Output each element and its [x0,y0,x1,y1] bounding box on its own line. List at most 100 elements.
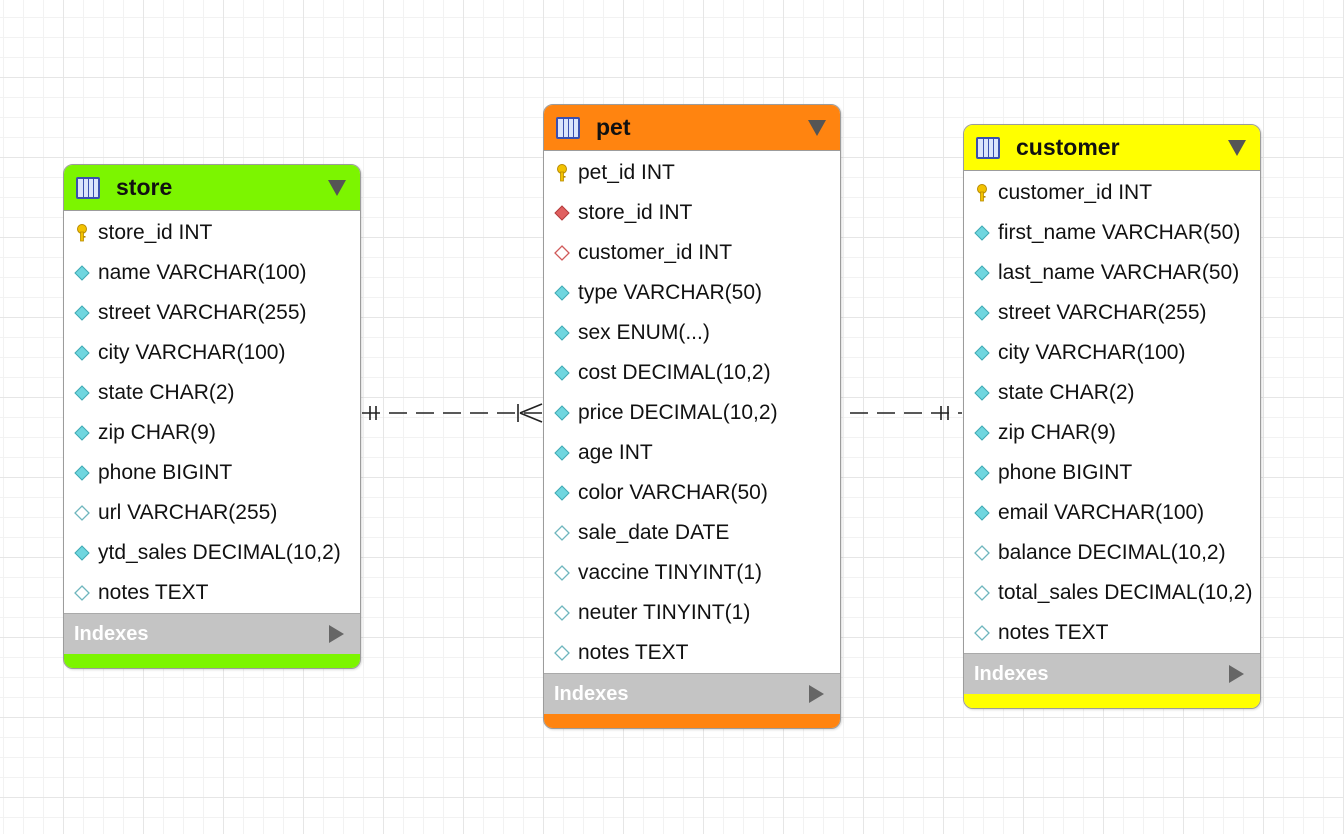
not-null-column-icon [74,465,90,481]
column-row[interactable]: color VARCHAR(50) [544,473,840,513]
column-row[interactable]: type VARCHAR(50) [544,273,840,313]
column-row[interactable]: total_sales DECIMAL(10,2) [964,573,1260,613]
column-label: state CHAR(2) [98,381,235,404]
column-label: sale_date DATE [578,521,730,544]
column-row[interactable]: store_id INT [64,213,360,253]
column-row[interactable]: url VARCHAR(255) [64,493,360,533]
table-customer[interactable]: customer customer_id INT first_name VARCH… [963,124,1261,709]
column-label: street VARCHAR(255) [98,301,307,324]
column-label: pet_id INT [578,161,675,184]
expand-triangle-icon[interactable] [1229,665,1244,683]
expand-triangle-icon[interactable] [329,625,344,643]
indexes-section[interactable]: Indexes [544,673,840,714]
nullable-column-icon [974,585,990,601]
indexes-section[interactable]: Indexes [64,613,360,654]
column-label: email VARCHAR(100) [998,501,1205,524]
column-label: neuter TINYINT(1) [578,601,751,624]
column-label: price DECIMAL(10,2) [578,401,778,424]
column-label: notes TEXT [578,641,689,664]
table-header[interactable]: store [64,165,360,211]
indexes-section[interactable]: Indexes [964,653,1260,694]
table-header[interactable]: customer [964,125,1260,171]
column-label: balance DECIMAL(10,2) [998,541,1226,564]
column-row[interactable]: notes TEXT [64,573,360,613]
column-label: notes TEXT [998,621,1109,644]
table-footer [544,714,840,728]
column-row[interactable]: zip CHAR(9) [964,413,1260,453]
nullable-column-icon [554,565,570,581]
indexes-label: Indexes [974,662,1049,685]
collapse-triangle-icon[interactable] [808,119,826,136]
column-row[interactable]: phone BIGINT [964,453,1260,493]
table-header[interactable]: pet [544,105,840,151]
not-null-column-icon [974,265,990,281]
column-label: notes TEXT [98,581,209,604]
relationship-store-pet[interactable] [362,403,543,423]
table-icon [976,136,1000,159]
indexes-label: Indexes [74,622,149,645]
collapse-triangle-icon[interactable] [328,179,346,196]
column-label: cost DECIMAL(10,2) [578,361,771,384]
nullable-column-icon [974,625,990,641]
nullable-column-icon [554,605,570,621]
not-null-column-icon [974,225,990,241]
column-row[interactable]: phone BIGINT [64,453,360,493]
column-row[interactable]: city VARCHAR(100) [964,333,1260,373]
not-null-column-icon [74,305,90,321]
collapse-triangle-icon[interactable] [1228,139,1246,156]
column-label: phone BIGINT [998,461,1133,484]
primary-key-icon [74,224,90,242]
column-label: url VARCHAR(255) [98,501,278,524]
table-pet[interactable]: pet pet_id INT store_id INT customer_id IN… [543,104,841,729]
column-row[interactable]: age INT [544,433,840,473]
column-row[interactable]: neuter TINYINT(1) [544,593,840,633]
column-label: color VARCHAR(50) [578,481,768,504]
column-row[interactable]: ytd_sales DECIMAL(10,2) [64,533,360,573]
not-null-column-icon [974,465,990,481]
column-row[interactable]: pet_id INT [544,153,840,193]
column-row[interactable]: sale_date DATE [544,513,840,553]
not-null-column-icon [74,545,90,561]
column-row[interactable]: price DECIMAL(10,2) [544,393,840,433]
column-label: customer_id INT [578,241,733,264]
column-row[interactable]: city VARCHAR(100) [64,333,360,373]
not-null-column-icon [974,385,990,401]
expand-triangle-icon[interactable] [809,685,824,703]
column-row[interactable]: cost DECIMAL(10,2) [544,353,840,393]
column-row[interactable]: zip CHAR(9) [64,413,360,453]
table-icon [556,116,580,139]
nullable-column-icon [74,585,90,601]
column-label: sex ENUM(...) [578,321,710,344]
column-row[interactable]: store_id INT [544,193,840,233]
column-row[interactable]: state CHAR(2) [64,373,360,413]
column-label: last_name VARCHAR(50) [998,261,1240,284]
primary-key-icon [554,164,570,182]
column-row[interactable]: email VARCHAR(100) [964,493,1260,533]
nullable-foreign-key-icon [554,245,570,261]
column-row[interactable]: first_name VARCHAR(50) [964,213,1260,253]
column-label: total_sales DECIMAL(10,2) [998,581,1253,604]
nullable-column-icon [974,545,990,561]
column-row[interactable]: notes TEXT [964,613,1260,653]
column-row[interactable]: sex ENUM(...) [544,313,840,353]
column-row[interactable]: vaccine TINYINT(1) [544,553,840,593]
column-row[interactable]: customer_id INT [964,173,1260,213]
not-null-column-icon [74,345,90,361]
column-row[interactable]: state CHAR(2) [964,373,1260,413]
column-row[interactable]: name VARCHAR(100) [64,253,360,293]
column-label: first_name VARCHAR(50) [998,221,1241,244]
column-label: customer_id INT [998,181,1153,204]
column-row[interactable]: balance DECIMAL(10,2) [964,533,1260,573]
column-label: state CHAR(2) [998,381,1135,404]
column-row[interactable]: last_name VARCHAR(50) [964,253,1260,293]
column-row[interactable]: street VARCHAR(255) [964,293,1260,333]
not-null-column-icon [74,425,90,441]
not-null-column-icon [554,365,570,381]
column-row[interactable]: street VARCHAR(255) [64,293,360,333]
not-null-column-icon [554,485,570,501]
column-label: age INT [578,441,653,464]
not-null-column-icon [554,405,570,421]
column-row[interactable]: customer_id INT [544,233,840,273]
column-row[interactable]: notes TEXT [544,633,840,673]
